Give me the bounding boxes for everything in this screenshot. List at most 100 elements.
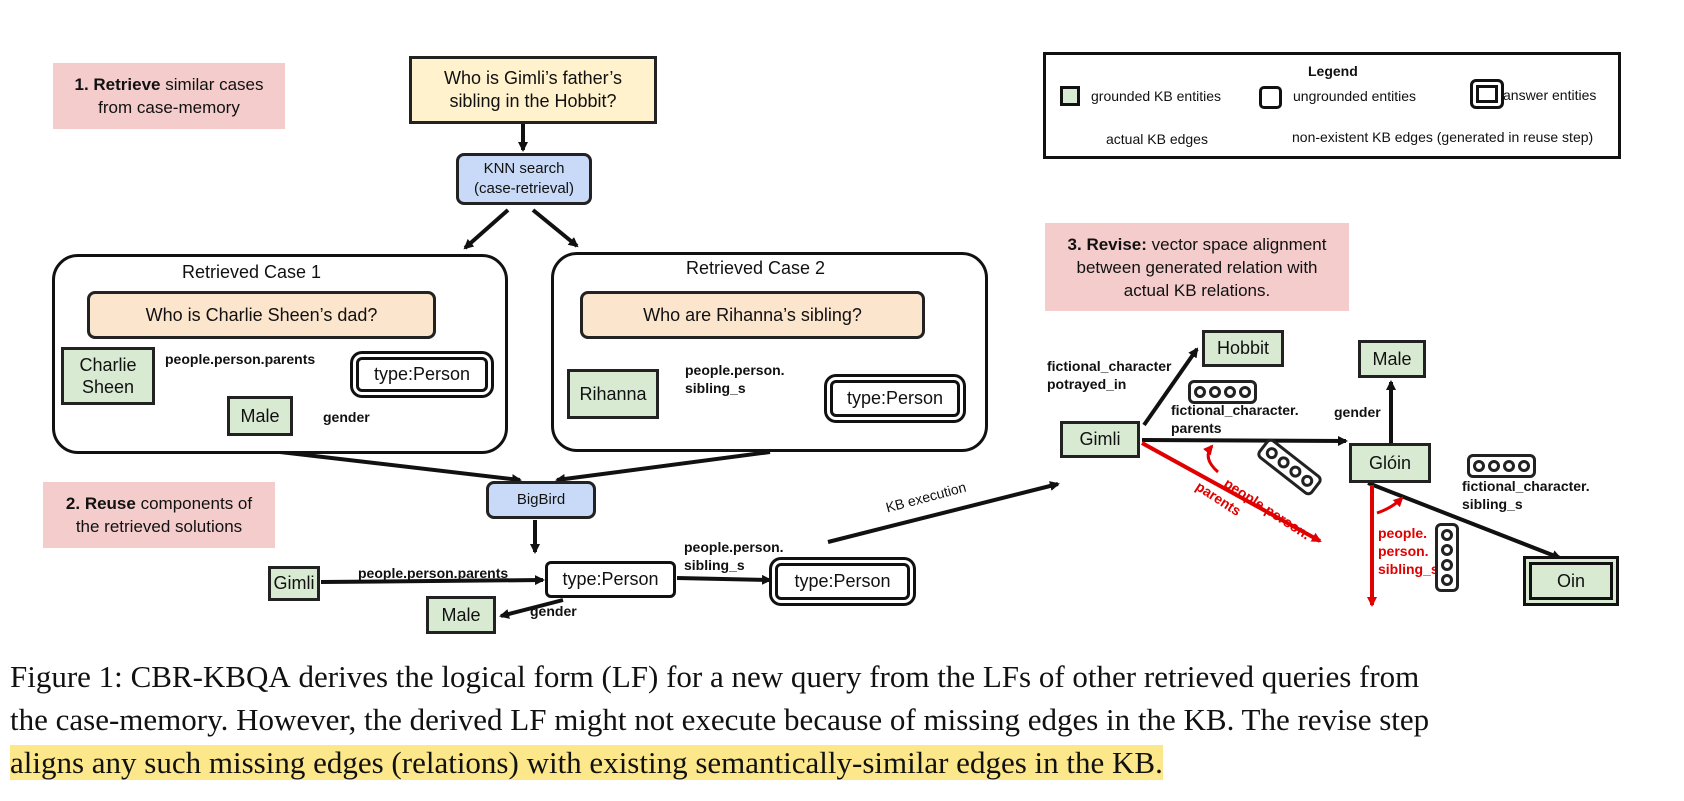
caption-highlighted-text: aligns any such missing edges (relations… — [10, 745, 1163, 780]
legend-ungrounded-swatch — [1259, 86, 1282, 109]
case2-answer: type:Person — [830, 380, 960, 417]
revise-rel-parents-line1: fictional_character. — [1171, 402, 1299, 418]
caption-line1-text: derives the logical form (LF) for a new … — [298, 659, 1420, 694]
edge-gloin-oin — [1367, 481, 1562, 560]
revise-rel-sibling-line1: fictional_character. — [1462, 478, 1590, 494]
revise-red-sibling-line1: people. — [1378, 525, 1428, 541]
bigbird-box: BigBird — [486, 481, 596, 519]
edge-kb-execution — [827, 481, 1060, 544]
reuse-relation2-line2: sibling_s — [684, 557, 745, 573]
query-line1: Who is Gimli’s father’s — [443, 68, 623, 88]
figure-caption-line1: Figure 1: CBR-KBQA derives the logical f… — [10, 656, 1680, 697]
legend-actual-label: actual KB edges — [1106, 131, 1208, 147]
edge-reuse-gender — [499, 598, 564, 619]
legend-grounded-swatch — [1060, 86, 1080, 106]
case1-title: Retrieved Case 1 — [182, 262, 322, 282]
retrieved-case-2 — [551, 252, 988, 452]
step3-number: 3. — [1067, 234, 1082, 254]
revise-rel-parents-line2: parents — [1171, 420, 1222, 436]
knn-line1: KNN search — [483, 160, 565, 177]
reuse-answer: type:Person — [775, 563, 910, 600]
reuse-relation2-line1: people.person. — [684, 539, 784, 555]
revise-gimli: Gimli — [1060, 421, 1140, 458]
revise-red-sibling-line2: person. — [1378, 543, 1429, 559]
revise-oin: Oin — [1529, 562, 1613, 600]
revise-rel-gender: gender — [1334, 404, 1381, 420]
case1-male: Male — [227, 396, 293, 436]
caption-figure-number: Figure 1: — [10, 659, 123, 694]
case2-question: Who are Rihanna’s sibling? — [580, 291, 925, 339]
step1-text-line2: from case-memory — [98, 98, 240, 117]
edge-reuse-rel1 — [320, 575, 545, 586]
step3-text: vector space alignment — [1151, 234, 1327, 254]
case2-relation: people.person. sibling_s — [685, 361, 785, 397]
revise-rel-portrayed: fictional_character potrayed_in — [1047, 357, 1172, 393]
embedding-vector-sibling — [1467, 454, 1536, 478]
step-retrieve-box: 1. Retrieve similar cases from case-memo… — [53, 63, 285, 129]
revise-rel-sibling: fictional_character. sibling_s — [1462, 477, 1590, 513]
case2-relation-line2: sibling_s — [685, 380, 746, 396]
embedding-vector-parents — [1188, 380, 1257, 404]
legend-box — [1043, 52, 1621, 159]
reuse-mid-type-person: type:Person — [545, 561, 676, 598]
embedding-vector-red-sibling — [1435, 523, 1459, 592]
legend-answer-label: answer entities — [1503, 87, 1597, 103]
knn-search-box: KNN search (case-retrieval) — [456, 153, 592, 205]
case1-relation: people.person.parents — [165, 351, 316, 367]
reuse-entity-gimli: Gimli — [268, 566, 320, 601]
case2-relation-line1: people.person. — [685, 362, 785, 378]
legend-nonexistent-label: non-existent KB edges (generated in reus… — [1292, 129, 1594, 145]
revise-hobbit: Hobbit — [1202, 330, 1284, 367]
revise-red-sibling-line3: sibling_s — [1378, 561, 1439, 577]
step3-text-line3: actual KB relations. — [1123, 280, 1271, 300]
case1-entity-charlie-sheen: Charlie Sheen — [61, 347, 155, 405]
edge-case1-bigbird — [279, 450, 522, 485]
legend-title: Legend — [1308, 63, 1358, 79]
case1-entity-line1: Charlie — [79, 355, 137, 375]
query-line2: sibling in the Hobbit? — [449, 91, 617, 111]
reuse-relation1: people.person.parents — [358, 565, 509, 581]
edge-case2-bigbird — [555, 450, 771, 484]
revise-gloin: Glóin — [1349, 443, 1431, 483]
step-reuse-box: 2. Reuse components of the retrieved sol… — [43, 482, 275, 548]
step3-keyword: Revise: — [1086, 234, 1147, 254]
case1-question: Who is Charlie Sheen’s dad? — [87, 291, 436, 339]
edge-red-parents — [1141, 441, 1322, 543]
step1-number: 1. — [74, 75, 89, 94]
step2-text: components of — [140, 494, 253, 513]
step1-keyword: Retrieve — [93, 75, 161, 94]
revise-rel-parents: fictional_character. parents — [1171, 401, 1299, 437]
revise-male: Male — [1358, 340, 1426, 378]
edge-knn-case2 — [531, 208, 579, 248]
legend-grounded-label: grounded KB entities — [1091, 88, 1221, 104]
align-arc-2 — [1376, 496, 1404, 515]
case1-gender-label: gender — [323, 409, 370, 425]
figure-caption-line3: aligns any such missing edges (relations… — [10, 742, 1680, 783]
figure-caption-line2: the case-memory. However, the derived LF… — [10, 702, 1430, 737]
caption-system-name: CBR-KBQA — [130, 659, 291, 694]
step-revise-box: 3. Revise: vector space alignment betwee… — [1045, 223, 1349, 311]
case1-answer: type:Person — [356, 357, 488, 392]
revise-rel-portrayed-line1: fictional_character — [1047, 358, 1172, 374]
reuse-relation2: people.person. sibling_s — [684, 538, 784, 574]
reuse-male: Male — [426, 596, 496, 634]
reuse-gender-label: gender — [530, 603, 577, 619]
legend-answer-swatch — [1470, 79, 1504, 109]
case1-entity-line2: Sheen — [81, 377, 135, 397]
revise-rel-sibling-line2: sibling_s — [1462, 496, 1523, 512]
edge-knn-case1 — [463, 208, 510, 250]
step2-keyword: Reuse — [84, 494, 136, 513]
legend-ungrounded-label: ungrounded entities — [1293, 88, 1416, 104]
step2-number: 2. — [65, 494, 81, 513]
step3-text-line2: between generated relation with — [1076, 257, 1318, 277]
case2-entity-rihanna: Rihanna — [567, 369, 659, 419]
query-box: Who is Gimli’s father’s sibling in the H… — [409, 56, 657, 124]
step1-text: similar cases — [165, 75, 264, 94]
edge-gimli-gloin — [1141, 435, 1348, 446]
edge-reuse-rel2 — [676, 574, 772, 585]
revise-red-sibling: people. person. sibling_s — [1378, 524, 1439, 578]
case2-title: Retrieved Case 2 — [686, 258, 826, 278]
step2-text-line2: the retrieved solutions — [75, 517, 243, 536]
knn-line2: (case-retrieval) — [473, 180, 575, 197]
revise-rel-portrayed-line2: potrayed_in — [1047, 376, 1127, 392]
